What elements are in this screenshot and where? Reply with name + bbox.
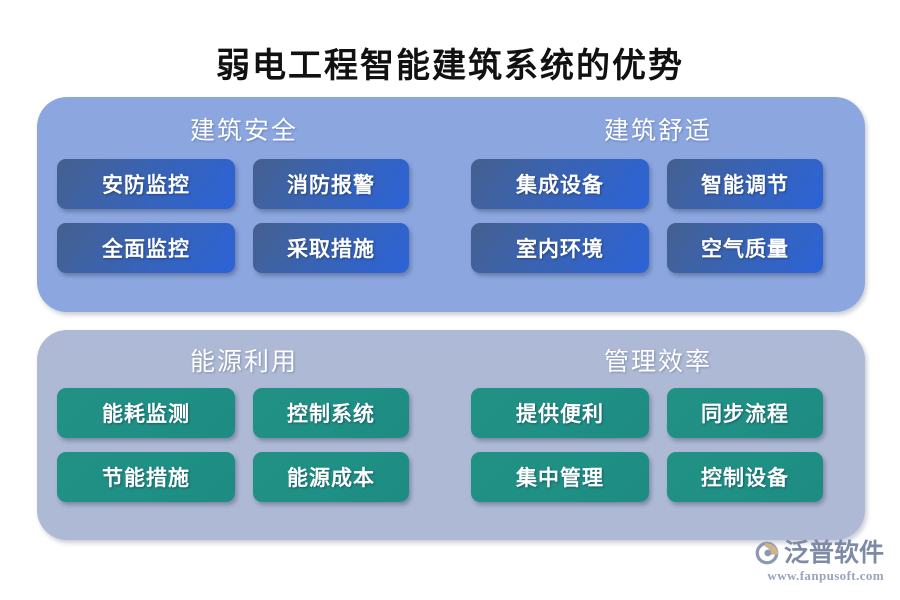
logo-url: www.fanpusoft.com bbox=[767, 568, 884, 583]
fanpu-swoosh-icon bbox=[754, 540, 780, 566]
chip-quanmian-jiankong[interactable]: 全面监控 bbox=[57, 223, 235, 273]
chip-tigong-bianli[interactable]: 提供便利 bbox=[471, 388, 649, 438]
group-energy-use: 能源利用 能耗监测 控制系统 节能措施 能源成本 bbox=[37, 330, 451, 540]
chip-shinei-huanjing[interactable]: 室内环境 bbox=[471, 223, 649, 273]
panel-top: 建筑安全 安防监控 消防报警 全面监控 采取措施 建筑舒适 集成设备 智能调节 … bbox=[37, 97, 865, 312]
page-title: 弱电工程智能建筑系统的优势 bbox=[216, 48, 684, 85]
chip-kongzhi-shebei[interactable]: 控制设备 bbox=[667, 452, 823, 502]
chip-grid-building-comfort: 集成设备 智能调节 室内环境 空气质量 bbox=[451, 159, 865, 273]
logo-name: 泛普软件 bbox=[783, 539, 884, 567]
chip-xiaofang-baojing[interactable]: 消防报警 bbox=[253, 159, 409, 209]
chip-caiqu-cuoshi[interactable]: 采取措施 bbox=[253, 223, 409, 273]
brand-logo: 泛普软件 www.fanpusoft.com bbox=[734, 540, 884, 592]
group-management-efficiency: 管理效率 提供便利 同步流程 集中管理 控制设备 bbox=[451, 330, 865, 540]
chip-nenghao-jiance[interactable]: 能耗监测 bbox=[57, 388, 235, 438]
group-building-safety: 建筑安全 安防监控 消防报警 全面监控 采取措施 bbox=[37, 97, 451, 312]
chip-zhineng-tiaojie[interactable]: 智能调节 bbox=[667, 159, 823, 209]
chip-nengyuan-chengben[interactable]: 能源成本 bbox=[253, 452, 409, 502]
group-title-building-safety: 建筑安全 bbox=[189, 118, 298, 145]
chip-anfang-jiankong[interactable]: 安防监控 bbox=[57, 159, 235, 209]
chip-jizhong-guanli[interactable]: 集中管理 bbox=[471, 452, 649, 502]
logo-row: 泛普软件 bbox=[734, 540, 884, 566]
chip-grid-energy-use: 能耗监测 控制系统 节能措施 能源成本 bbox=[37, 388, 451, 502]
chip-grid-building-safety: 安防监控 消防报警 全面监控 采取措施 bbox=[37, 159, 451, 273]
panel-bottom: 能源利用 能耗监测 控制系统 节能措施 能源成本 管理效率 提供便利 同步流程 … bbox=[37, 330, 865, 540]
chip-kongzhi-xitong[interactable]: 控制系统 bbox=[253, 388, 409, 438]
group-title-management-efficiency: 管理效率 bbox=[603, 349, 712, 376]
chip-jieneng-cuoshi[interactable]: 节能措施 bbox=[57, 452, 235, 502]
chip-tongbu-liucheng[interactable]: 同步流程 bbox=[667, 388, 823, 438]
group-building-comfort: 建筑舒适 集成设备 智能调节 室内环境 空气质量 bbox=[451, 97, 865, 312]
chip-grid-management-efficiency: 提供便利 同步流程 集中管理 控制设备 bbox=[451, 388, 865, 502]
chip-jicheng-shebei[interactable]: 集成设备 bbox=[471, 159, 649, 209]
group-title-building-comfort: 建筑舒适 bbox=[603, 118, 712, 145]
chip-kongqi-zhiliang[interactable]: 空气质量 bbox=[667, 223, 823, 273]
group-title-energy-use: 能源利用 bbox=[189, 349, 298, 376]
